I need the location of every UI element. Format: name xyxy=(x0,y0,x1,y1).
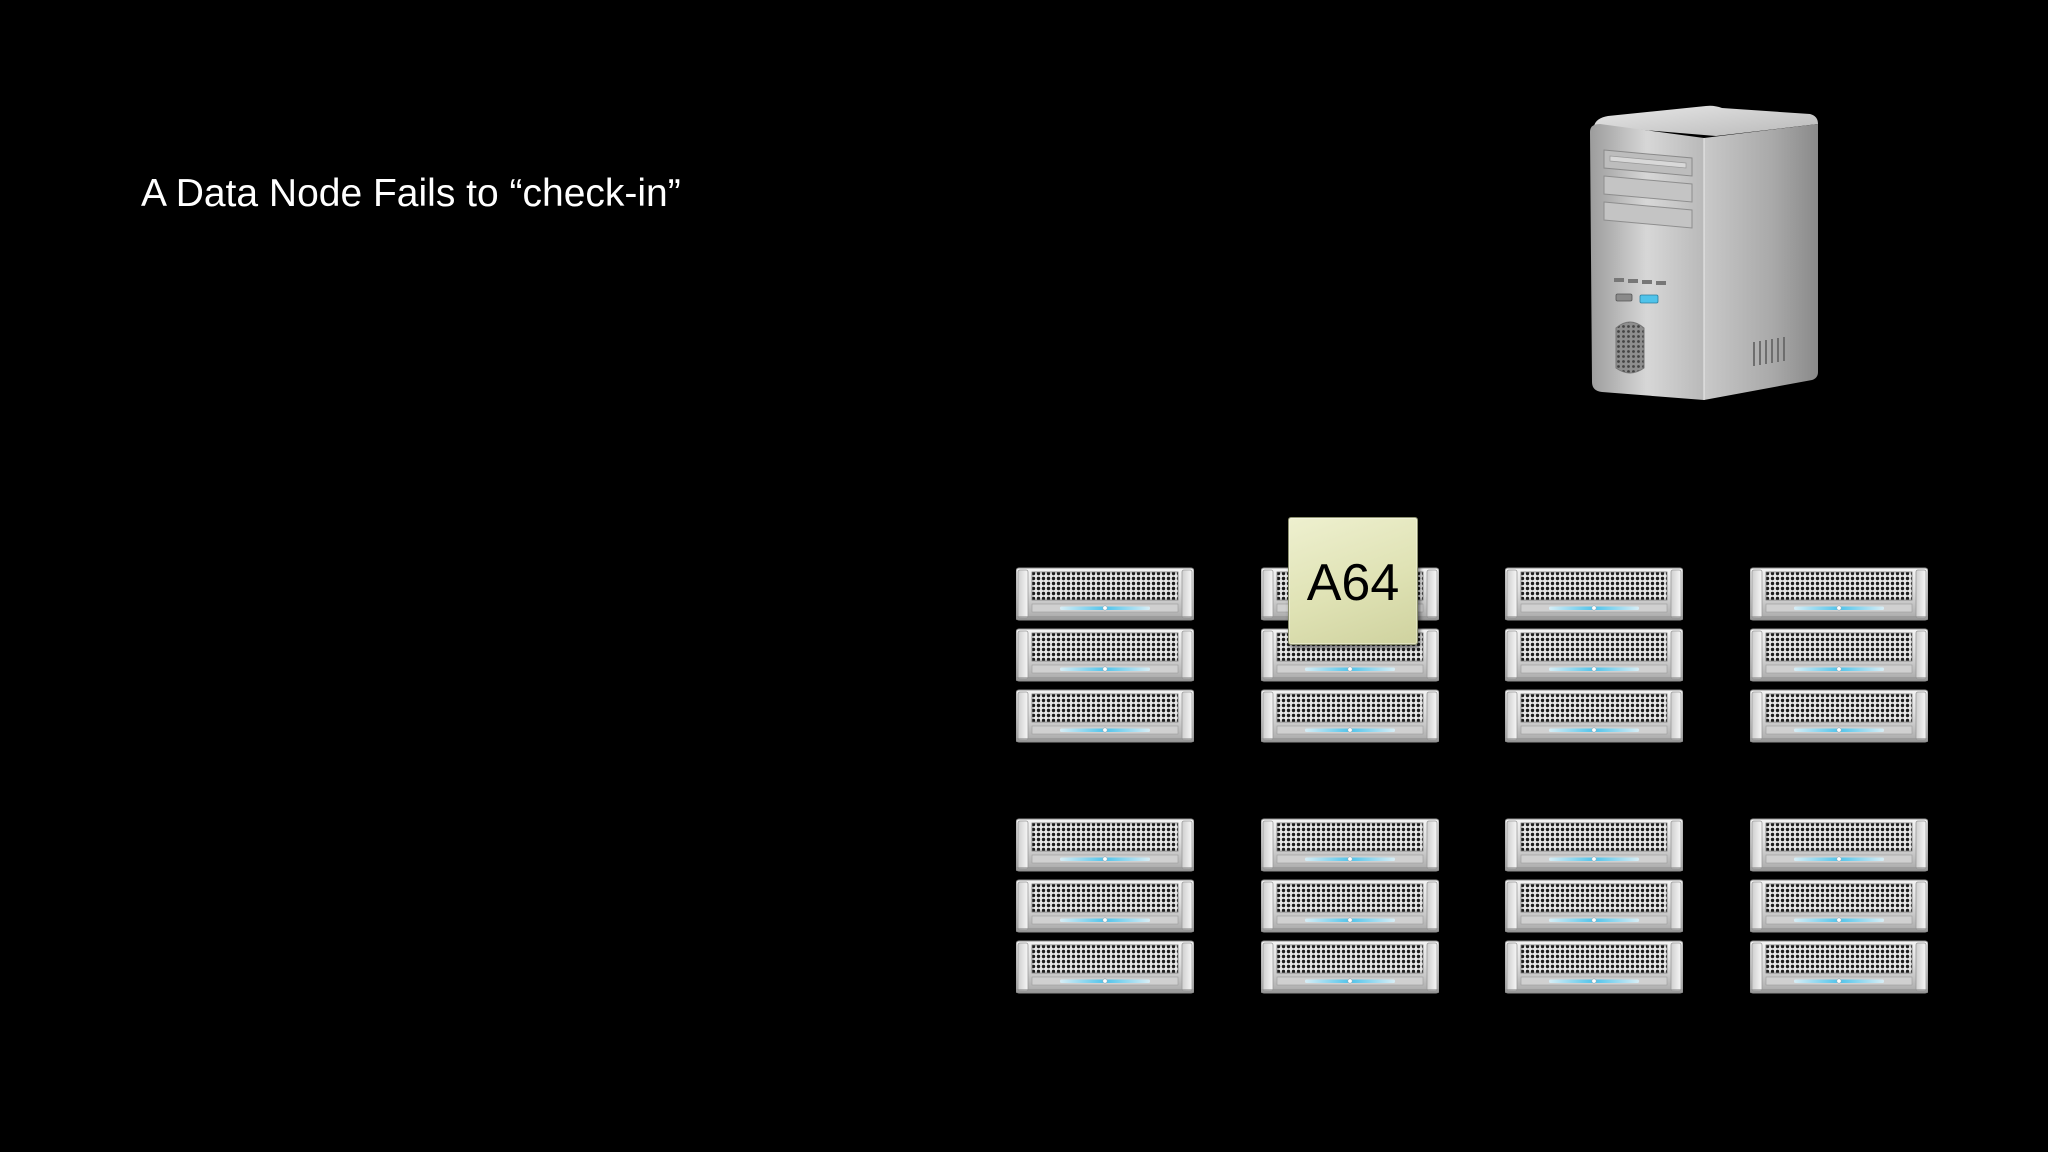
tower-server-icon xyxy=(1590,105,1818,400)
rack-server-icon xyxy=(1016,817,1194,873)
rack-server-icon xyxy=(1016,878,1194,934)
rack-server-icon xyxy=(1750,566,1928,622)
block-label-text: A64 xyxy=(1306,554,1400,612)
rack-server-icon xyxy=(1261,688,1439,744)
rack-server-icon xyxy=(1505,566,1683,622)
rack-server-icon xyxy=(1016,688,1194,744)
rack-server-icon xyxy=(1505,688,1683,744)
rack-server-icon xyxy=(1016,566,1194,622)
rack-server-icon xyxy=(1016,939,1194,995)
rack-server-icon xyxy=(1505,878,1683,934)
rack-server-icon xyxy=(1261,939,1439,995)
rack-server-icon xyxy=(1261,817,1439,873)
rack-server-icon xyxy=(1750,688,1928,744)
slide-title: A Data Node Fails to “check-in” xyxy=(141,172,681,215)
rack-server-icon xyxy=(1750,627,1928,683)
block-label-card: A64 xyxy=(1288,517,1418,645)
rack-server-icon xyxy=(1016,627,1194,683)
rack-server-icon xyxy=(1750,878,1928,934)
rack-server-icon xyxy=(1505,627,1683,683)
rack-server-icon xyxy=(1261,878,1439,934)
rack-server-icon xyxy=(1750,817,1928,873)
rack-server-icon xyxy=(1750,939,1928,995)
rack-server-icon xyxy=(1505,939,1683,995)
rack-server-icon xyxy=(1505,817,1683,873)
